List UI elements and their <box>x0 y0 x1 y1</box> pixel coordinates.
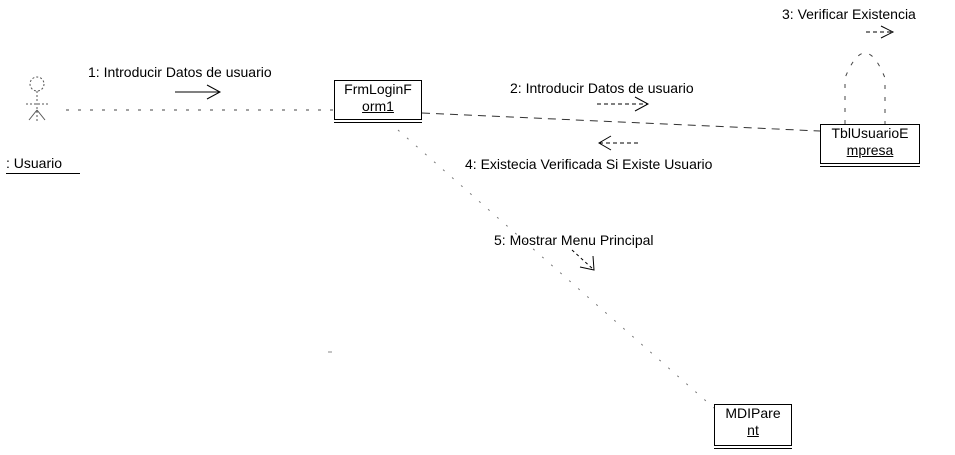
object-tblusuarioempresa[interactable]: TblUsuarioE mpresa <box>820 124 920 167</box>
arrow-m4 <box>598 135 640 151</box>
message-5-label: 5: Mostrar Menu Principal <box>494 232 654 248</box>
message-2-label: 2: Introducir Datos de usuario <box>510 80 694 96</box>
object-mdiparent[interactable]: MDIPare nt <box>714 404 792 449</box>
object-mdiparent-line1: MDIPare <box>725 405 781 421</box>
object-tblusuarioempresa-line1: TblUsuarioE <box>831 125 909 141</box>
object-tblusuarioempresa-line2: mpresa <box>846 142 894 158</box>
object-frmloginform1-line1: FrmLoginF <box>344 81 412 97</box>
self-loop-tabla <box>844 52 886 124</box>
actor-figure <box>26 76 48 122</box>
object-mdiparent-line2: nt <box>747 422 759 438</box>
message-1-label: 1: Introducir Datos de usuario <box>88 64 272 80</box>
link-login-tabla <box>421 112 821 132</box>
arrow-m1 <box>175 84 222 100</box>
message-3-label: 3: Verificar Existencia <box>782 6 916 22</box>
object-frmloginform1[interactable]: FrmLoginF orm1 <box>334 80 422 123</box>
message-4-label: 4: Existecia Verificada Si Existe Usuari… <box>465 156 713 172</box>
actor-usuario-label: : Usuario <box>6 155 80 174</box>
object-frmloginform1-line2: orm1 <box>362 98 394 114</box>
arrow-m3 <box>866 25 895 39</box>
arrow-m5 <box>571 249 595 271</box>
arrow-m2 <box>597 96 650 112</box>
